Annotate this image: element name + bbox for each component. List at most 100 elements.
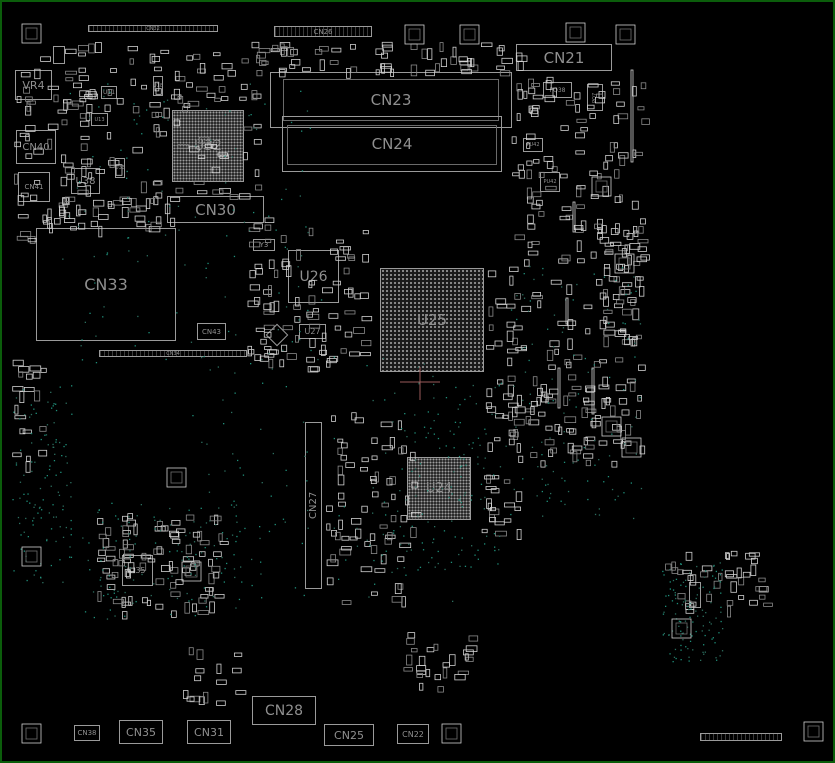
via-dot	[662, 613, 665, 615]
via-dot	[712, 637, 714, 639]
via-dot	[253, 127, 255, 129]
footprint-pad	[445, 727, 458, 740]
footprint-pad	[596, 279, 603, 286]
footprint-pad	[627, 254, 632, 266]
via-dot	[562, 327, 565, 329]
footprint-pad	[403, 667, 413, 672]
footprint-pad	[508, 429, 516, 437]
via-dot	[603, 276, 606, 278]
via-dot	[255, 128, 258, 131]
footprint-pad	[89, 89, 96, 100]
via-dot	[124, 615, 126, 617]
footprint-pad	[489, 507, 496, 512]
footprint-pad	[321, 332, 327, 342]
label-u12: U13	[94, 116, 105, 123]
footprint-pad	[763, 602, 773, 607]
footprint-pad	[263, 303, 272, 310]
via-dot	[80, 345, 82, 347]
footprint-pad	[29, 194, 38, 201]
via-dot	[240, 566, 242, 568]
via-dot	[146, 109, 148, 111]
footprint-pad	[247, 300, 259, 308]
footprint-pad	[554, 424, 561, 432]
footprint-pad	[353, 327, 365, 334]
footprint-pad	[567, 320, 577, 326]
via-dot	[301, 130, 303, 132]
footprint-pad	[39, 426, 47, 432]
via-dot	[516, 295, 518, 297]
via-dot	[458, 426, 460, 428]
via-dot	[524, 346, 526, 349]
footprint-pad	[337, 492, 345, 500]
via-dot	[94, 282, 96, 284]
label-u32: U32	[193, 138, 223, 154]
footprint-pad	[525, 416, 531, 425]
footprint-pad	[503, 479, 511, 484]
via-dot	[419, 566, 422, 568]
via-dot	[689, 616, 691, 618]
via-dot	[615, 279, 617, 281]
label-cn38: CN38	[77, 729, 97, 737]
via-dot	[469, 395, 471, 398]
footprint-pad	[126, 519, 137, 527]
footprint-pad	[211, 143, 217, 149]
via-dot	[681, 604, 683, 606]
footprint-pad	[411, 481, 418, 489]
footprint-pad	[550, 279, 562, 285]
footprint-pad	[171, 520, 181, 526]
footprint-pad	[379, 524, 388, 529]
via-dot	[103, 89, 105, 91]
via-dot	[529, 402, 531, 405]
footprint-pad	[544, 95, 556, 103]
footprint-pad	[81, 166, 87, 177]
via-dot	[70, 519, 72, 522]
via-dot	[516, 318, 518, 321]
via-dot	[55, 439, 57, 441]
via-dot	[680, 644, 682, 647]
via-dot	[116, 596, 118, 598]
via-dot	[674, 592, 676, 594]
footprint-pad	[123, 558, 131, 564]
via-dot	[417, 366, 419, 369]
via-dot	[673, 656, 676, 658]
footprint-pad	[718, 572, 723, 581]
via-dot	[470, 566, 472, 568]
footprint-pad	[565, 100, 575, 106]
footprint-pad	[219, 187, 231, 194]
via-dot	[529, 300, 531, 302]
via-dot	[26, 579, 28, 582]
via-dot	[59, 441, 61, 444]
footprint-pad	[77, 189, 89, 195]
via-dot	[682, 601, 685, 603]
via-dot	[133, 103, 135, 105]
footprint-pad	[61, 154, 67, 164]
via-dot	[455, 386, 457, 389]
via-dot	[414, 441, 416, 443]
via-dot	[70, 482, 72, 484]
footprint-pad	[127, 562, 135, 573]
via-dot	[20, 534, 22, 536]
via-dot	[25, 517, 27, 520]
via-dot	[129, 567, 132, 569]
chip-pq7: PU42	[523, 138, 543, 152]
via-dot	[109, 91, 111, 93]
footprint-pad	[742, 571, 751, 578]
via-dot	[277, 329, 279, 331]
via-dot	[294, 587, 297, 589]
via-dot	[195, 145, 197, 147]
via-dot	[635, 416, 637, 418]
footprint-pad	[202, 691, 209, 704]
footprint-pad	[513, 325, 523, 331]
via-dot	[29, 502, 31, 504]
footprint-pad	[338, 519, 343, 530]
via-dot	[55, 474, 57, 476]
footprint-pad	[186, 82, 193, 88]
footprint-pad	[334, 531, 341, 541]
via-dot	[234, 392, 236, 394]
footprint-pad	[54, 218, 61, 225]
footprint-pad	[576, 240, 582, 252]
via-dot	[106, 253, 108, 256]
footprint-pad	[518, 169, 525, 179]
via-dot	[449, 430, 451, 432]
